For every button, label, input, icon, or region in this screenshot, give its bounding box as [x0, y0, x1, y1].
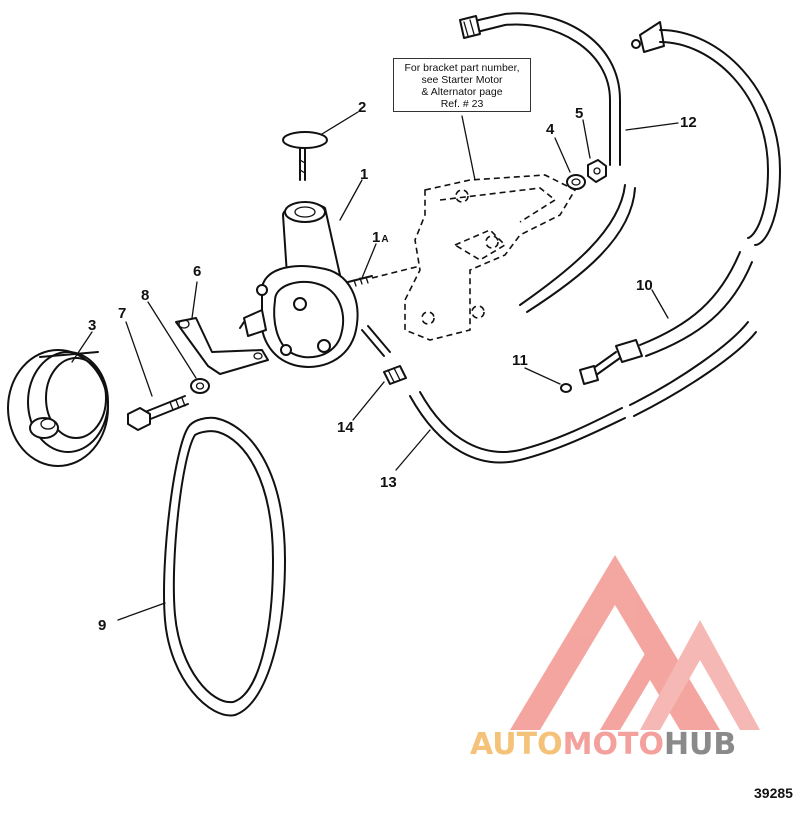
pulley-part	[7, 349, 109, 467]
leader-lines	[71, 111, 679, 621]
note-line: Ref. # 23	[440, 98, 484, 110]
bracket-outline	[404, 174, 577, 341]
callout-labels: 1 1A 2 3 4 5 6 7 8 9 10 11 12 13 14	[88, 99, 697, 634]
callout-14: 14	[337, 419, 354, 436]
brace-part	[175, 317, 269, 375]
callout-8: 8	[141, 287, 149, 304]
callout-11: 11	[512, 352, 528, 369]
pressure-hose-part	[459, 12, 636, 313]
watermark-text-part: AUTO	[470, 727, 563, 762]
callout-4: 4	[546, 121, 555, 138]
callout-5: 5	[575, 105, 583, 122]
watermark-text-part: MOTO	[562, 727, 664, 762]
watermark-text: AUTOMOTOHUB	[470, 727, 800, 762]
callout-1a: 1A	[372, 229, 389, 246]
callout-12: 12	[680, 114, 697, 131]
nut-part	[587, 159, 607, 183]
callout-1: 1	[360, 166, 368, 183]
watermark-text-part: HUB	[663, 727, 737, 762]
return-hose-part	[631, 21, 781, 246]
reservoir-cap-part	[282, 131, 328, 181]
connection-dash-line	[371, 265, 421, 279]
return-line-hose-part	[409, 321, 757, 464]
callout-3: 3	[88, 317, 96, 334]
note-line: For bracket part number,	[404, 62, 520, 74]
note-line: see Starter Motor	[421, 74, 503, 86]
washer-part	[190, 378, 210, 394]
callout-9: 9	[98, 617, 106, 634]
note-line: & Alternator page	[421, 86, 503, 98]
figure-number: 39285	[754, 785, 793, 801]
watermark-logo-icon	[510, 555, 760, 730]
callout-13: 13	[380, 474, 397, 491]
callout-7: 7	[118, 305, 126, 322]
lock-washer-part	[566, 174, 586, 190]
drive-belt-part	[163, 416, 286, 717]
callout-2: 2	[358, 99, 366, 116]
pump-part	[239, 201, 391, 368]
bracket-reference-note: For bracket part number, see Starter Mot…	[393, 58, 531, 112]
fitting-part	[383, 365, 407, 385]
callout-10: 10	[636, 277, 653, 294]
bolt-part	[127, 395, 189, 431]
cooler-hose-part	[579, 251, 753, 385]
callout-6: 6	[193, 263, 201, 280]
o-ring-part	[560, 383, 572, 393]
